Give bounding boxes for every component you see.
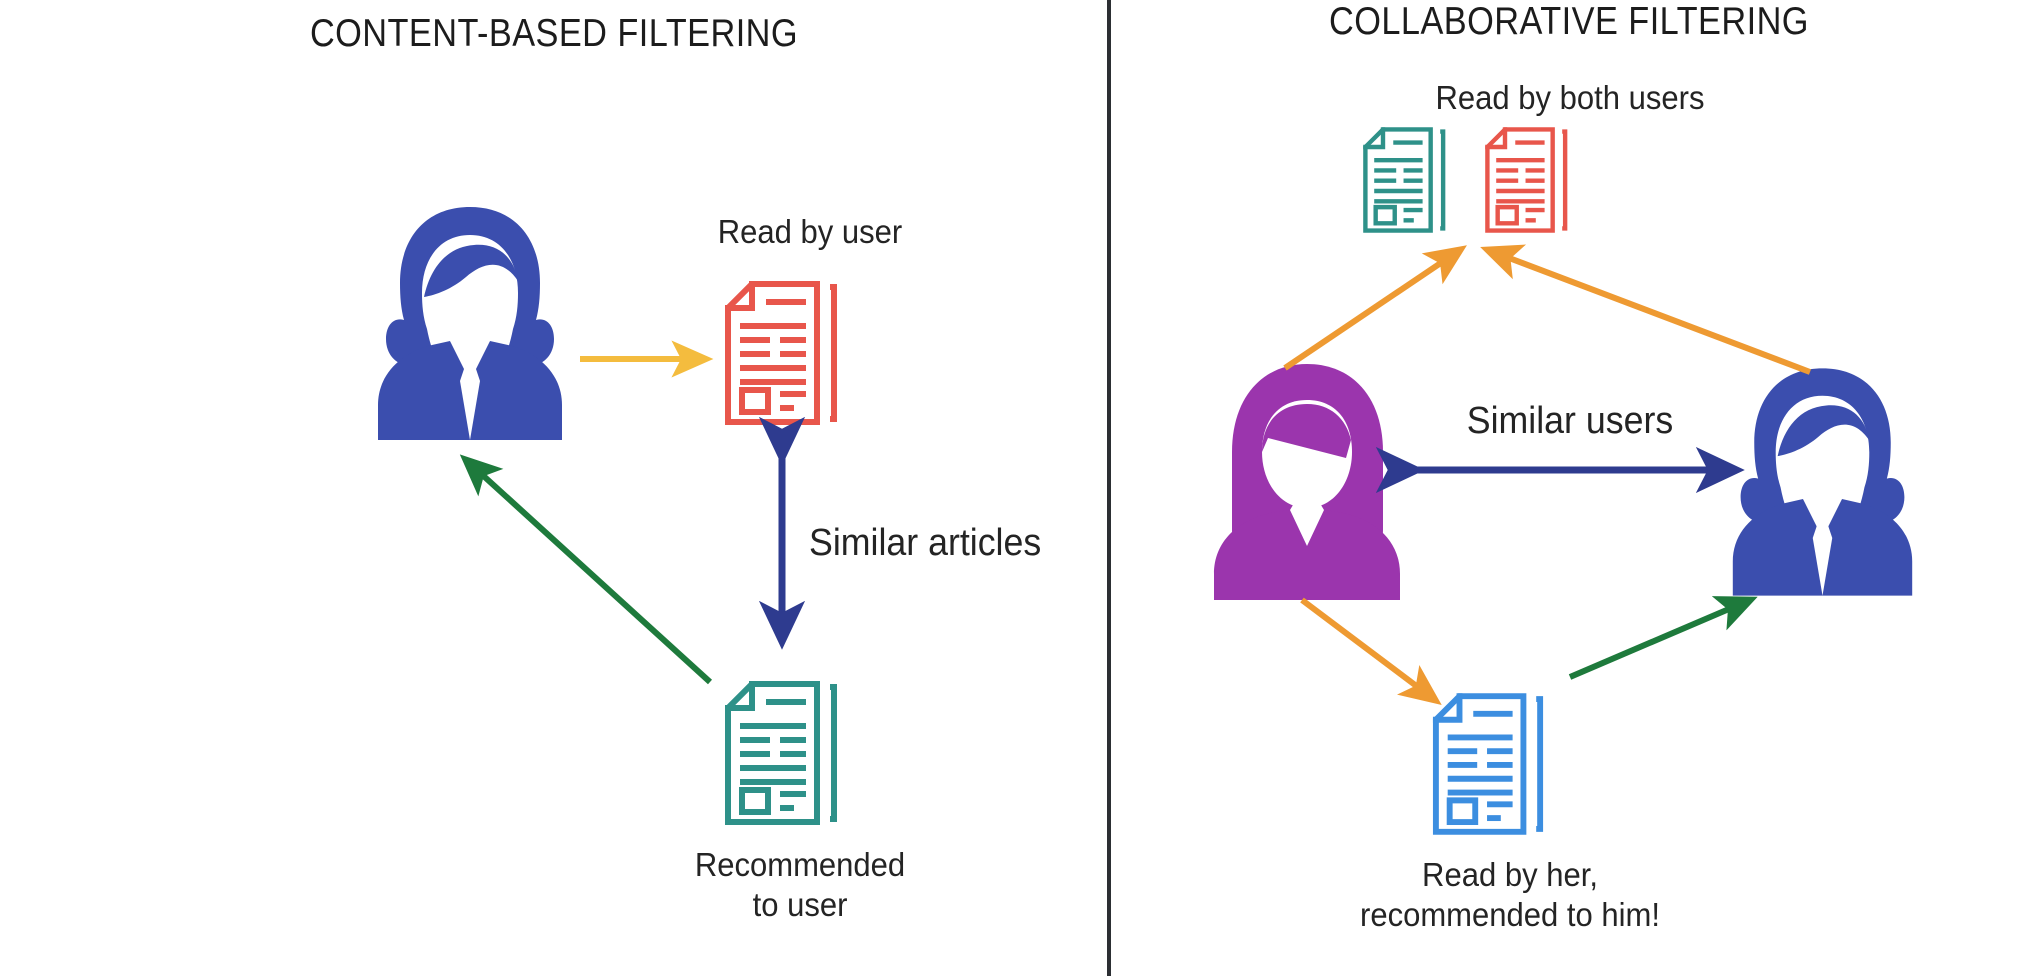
document-red-shared-svg	[1485, 127, 1568, 233]
left-panel-arrows	[459, 340, 806, 685]
arrow-female-to-blue-doc	[1300, 597, 1442, 706]
left-panel-title: CONTENT-BASED FILTERING	[309, 12, 799, 55]
panel-divider	[1107, 0, 1111, 976]
person-female-icon	[1210, 360, 1405, 600]
label-similar-users: Similar users	[1466, 400, 1674, 442]
person-male-icon	[370, 205, 570, 440]
document-red-svg	[725, 281, 837, 425]
arrow-blue-doc-to-male	[1568, 596, 1758, 680]
label-read-by-her-recommended: Read by her, recommended to him!	[1359, 856, 1660, 934]
document-red-icon	[722, 278, 842, 428]
label-read-by-both-users: Read by both users	[1435, 79, 1705, 116]
document-blue-icon	[1430, 690, 1548, 838]
arrow-male-to-shared-docs	[1480, 244, 1812, 375]
document-red-shared-icon	[1472, 125, 1582, 235]
document-teal-shared-svg	[1363, 127, 1446, 233]
document-teal-svg	[725, 681, 837, 825]
arrow-recommended-to-user	[459, 454, 713, 685]
label-recommended-to-user: Recommended to user	[694, 846, 906, 924]
person-male-svg	[378, 207, 562, 440]
collaborative-filtering-panel: COLLABORATIVE FILTERING Read by both use…	[1110, 0, 2028, 976]
document-teal-icon	[722, 678, 842, 828]
arrow-female-to-shared-docs	[1283, 245, 1467, 371]
person-male-right-svg	[1732, 368, 1913, 596]
label-read-by-user: Read by user	[717, 213, 903, 250]
label-similar-articles: Similar articles	[809, 522, 1042, 564]
document-blue-svg	[1432, 693, 1544, 835]
document-teal-shared-icon	[1350, 125, 1460, 235]
right-panel-title: COLLABORATIVE FILTERING	[1329, 0, 1809, 43]
content-based-filtering-panel: CONTENT-BASED FILTERING Read by user	[309, 12, 1042, 924]
person-male-right-icon	[1725, 365, 1920, 597]
person-female-svg	[1214, 364, 1400, 600]
